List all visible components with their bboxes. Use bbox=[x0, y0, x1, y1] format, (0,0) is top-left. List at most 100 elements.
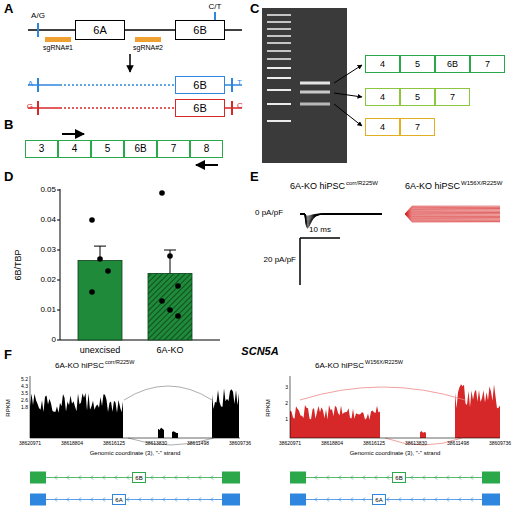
text-label: sgRNA#2 bbox=[133, 44, 163, 51]
tick-label: 0.04 bbox=[40, 216, 56, 224]
exon-box: 6A bbox=[75, 20, 125, 40]
text-label: 6A-KO hiPSC bbox=[315, 362, 364, 370]
text-label: T bbox=[237, 79, 242, 87]
data-point bbox=[105, 268, 111, 274]
current-trace bbox=[405, 214, 500, 217]
tick-label: 38616125 bbox=[103, 441, 125, 446]
exon-box: 7 bbox=[470, 55, 505, 73]
gel-image bbox=[262, 8, 347, 163]
exon-box: 5 bbox=[400, 55, 435, 73]
sgrna-bar bbox=[135, 37, 161, 42]
sample-band bbox=[300, 103, 330, 106]
strand-chevron bbox=[375, 476, 377, 480]
bar bbox=[78, 261, 122, 341]
junction-arc bbox=[124, 386, 212, 400]
exon-label: 7 bbox=[415, 123, 420, 132]
process-arrow bbox=[129, 54, 131, 72]
current-trace bbox=[405, 214, 500, 221]
strand-chevron bbox=[399, 498, 401, 502]
band-arrow bbox=[334, 65, 362, 83]
sashimi-plots bbox=[30, 384, 500, 445]
exon-label: 7 bbox=[485, 60, 490, 69]
strand-chevron bbox=[459, 476, 461, 480]
strand-chevron bbox=[339, 476, 341, 480]
strand-chevron bbox=[435, 476, 437, 480]
tick-label: 3 bbox=[285, 385, 288, 390]
tick-label: 2 bbox=[285, 401, 288, 406]
tick-label: 0.03 bbox=[40, 246, 56, 254]
tick-label: 0.05 bbox=[40, 186, 56, 194]
tick-label: 38613830 bbox=[145, 441, 167, 446]
exon-label: 8 bbox=[204, 144, 210, 154]
ladder-band bbox=[267, 50, 291, 52]
exon-label: 6B bbox=[135, 475, 142, 481]
panel-letter: B bbox=[4, 118, 13, 131]
strand-chevron bbox=[471, 476, 473, 480]
snp-tick bbox=[231, 101, 233, 115]
ladder-band bbox=[267, 21, 291, 23]
data-point bbox=[175, 313, 181, 319]
exon-label: 7 bbox=[171, 144, 177, 154]
current-trace bbox=[405, 206, 500, 214]
snp-tick bbox=[214, 12, 216, 20]
ladder-band bbox=[267, 28, 291, 30]
strand-chevron bbox=[211, 498, 213, 502]
current-trace bbox=[405, 208, 500, 214]
exon-box: 5 bbox=[400, 88, 435, 106]
exon-block bbox=[290, 494, 306, 506]
exon-label: 7 bbox=[450, 93, 455, 102]
ladder-band bbox=[267, 42, 291, 44]
strand-chevron bbox=[423, 476, 425, 480]
strand-chevron bbox=[211, 476, 213, 480]
strand-chevron bbox=[127, 498, 129, 502]
strand-chevron bbox=[115, 476, 117, 480]
transcript-line bbox=[290, 499, 500, 500]
exon-label: 5 bbox=[415, 60, 420, 69]
exon-block bbox=[482, 494, 500, 506]
exon-box: 6A bbox=[112, 494, 126, 505]
exon-box: 6B bbox=[175, 99, 225, 117]
ladder-band bbox=[267, 58, 291, 60]
primer-arrow bbox=[62, 133, 84, 135]
data-point bbox=[159, 298, 165, 304]
category-label: unexcised bbox=[80, 346, 121, 355]
coverage-area bbox=[290, 405, 380, 438]
tick-label: 38620971 bbox=[279, 441, 301, 446]
strand-chevron bbox=[79, 498, 81, 502]
text-label: G bbox=[27, 103, 33, 111]
exon-label: 4 bbox=[380, 60, 385, 69]
exon-box: 4 bbox=[58, 140, 91, 158]
text-label: 6A-KO hiPSC bbox=[405, 182, 460, 191]
panel-letter: D bbox=[4, 170, 13, 183]
current-trace bbox=[405, 214, 500, 219]
exon-label: 6B bbox=[193, 103, 206, 114]
text-label: 0 pA/pF bbox=[255, 209, 283, 217]
strand-chevron bbox=[411, 498, 413, 502]
data-point bbox=[89, 217, 95, 223]
axis-tick bbox=[57, 310, 60, 311]
exon-box: 7 bbox=[435, 88, 470, 106]
strand-chevron bbox=[327, 498, 329, 502]
axis-tick bbox=[57, 220, 60, 221]
strand-chevron bbox=[163, 498, 165, 502]
band-arrow bbox=[334, 93, 362, 97]
strand-chevron bbox=[55, 498, 57, 502]
data-point bbox=[167, 253, 173, 259]
scale-label: 10 ms bbox=[309, 226, 331, 234]
strand-chevron bbox=[103, 498, 105, 502]
ladder-band bbox=[267, 77, 291, 79]
strand-chevron bbox=[163, 476, 165, 480]
tick-label: 38609736 bbox=[229, 441, 251, 446]
exon-block bbox=[290, 472, 306, 484]
bar-chart-axes bbox=[57, 189, 220, 340]
axis-title: RPKM bbox=[5, 399, 11, 416]
strand-chevron bbox=[423, 498, 425, 502]
gene-line bbox=[28, 29, 75, 31]
current-trace bbox=[405, 213, 500, 215]
strand-chevron bbox=[387, 498, 389, 502]
gene-name: SCN5A bbox=[241, 346, 278, 357]
coverage-area bbox=[455, 384, 500, 438]
tick-label: 38618804 bbox=[61, 441, 83, 446]
error-cap bbox=[164, 250, 176, 251]
tick-label: 4.3 bbox=[21, 384, 28, 389]
